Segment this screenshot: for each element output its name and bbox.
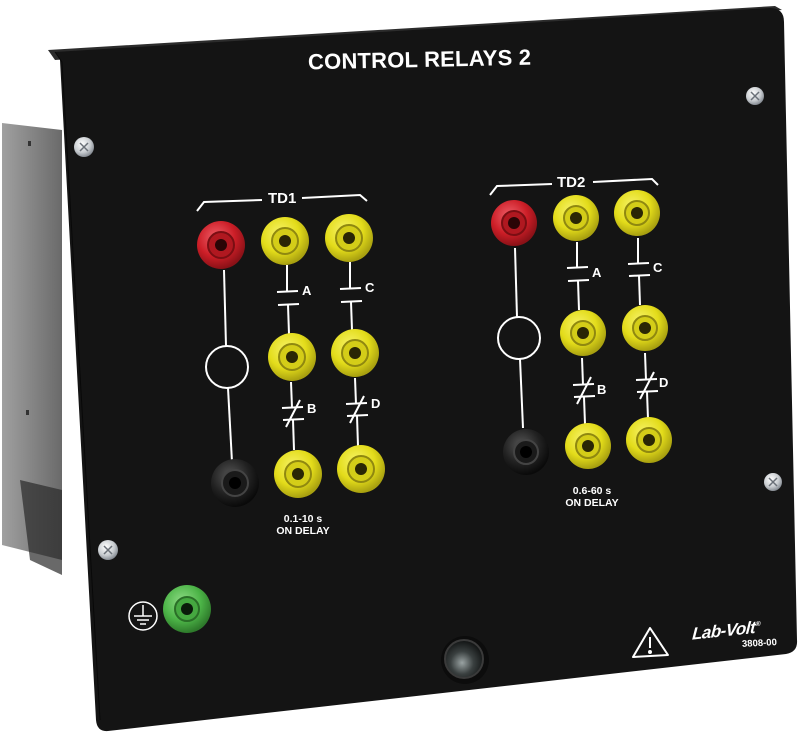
- td2-mode: ON DELAY: [565, 497, 619, 509]
- terminal-yellow: [553, 195, 599, 241]
- td2-contact-a-top-terminal[interactable]: [553, 195, 599, 241]
- td2-coil-terminal-black[interactable]: [503, 429, 549, 475]
- td2-contact-d-label: D: [659, 375, 669, 390]
- td1-coil-terminal-black[interactable]: [211, 459, 259, 507]
- indicator-lamp: [441, 636, 489, 684]
- td1-terminals: [197, 214, 385, 507]
- terminal-red: [491, 200, 537, 246]
- td2-common-ab-terminal[interactable]: [560, 310, 606, 356]
- td1-range: 0.1-10 s: [283, 513, 323, 525]
- terminal-yellow: [268, 333, 316, 381]
- td2-contact-b-label: B: [597, 382, 607, 397]
- screws: [74, 87, 782, 560]
- td2-contact-d-bottom-terminal[interactable]: [626, 417, 672, 463]
- td2-contact-a-label: A: [592, 265, 602, 280]
- terminal-yellow: [337, 445, 385, 493]
- td2-delay-spec: 0.6-60 s ON DELAY: [559, 485, 625, 509]
- td2-common-cd-terminal[interactable]: [622, 305, 668, 351]
- td1-delay-spec: 0.1-10 s ON DELAY: [270, 513, 336, 537]
- ground-symbol-icon: [128, 601, 158, 631]
- terminal-red: [197, 221, 245, 269]
- panel-title: CONTROL RELAYS 2: [307, 44, 532, 75]
- td1-contact-b-bottom-terminal[interactable]: [274, 450, 322, 498]
- td1-diagram: [196, 193, 369, 463]
- terminal-yellow: [622, 305, 668, 351]
- td1-contact-d-label: D: [371, 396, 381, 411]
- td1-contact-c-top-terminal[interactable]: [325, 214, 373, 262]
- terminal-yellow: [560, 310, 606, 356]
- td2-diagram: [489, 177, 659, 429]
- td1-contact-a-label: A: [302, 283, 312, 298]
- td2-range: 0.6-60 s: [572, 485, 612, 497]
- td2-coil-terminal-red[interactable]: [491, 200, 537, 246]
- terminal-yellow: [565, 423, 611, 469]
- td2-contact-b-bottom-terminal[interactable]: [565, 423, 611, 469]
- terminal-yellow: [274, 450, 322, 498]
- td1-contact-a-top-terminal[interactable]: [261, 217, 309, 265]
- side-enclosure: [2, 123, 62, 575]
- registered-mark: ®: [755, 620, 761, 629]
- td1-label: TD1: [268, 190, 297, 207]
- td2-terminals: [491, 190, 672, 475]
- ground-terminal-green[interactable]: [163, 585, 211, 633]
- terminal-yellow: [626, 417, 672, 463]
- td1-contact-b-label: B: [307, 401, 317, 416]
- td2-label: TD2: [557, 174, 586, 191]
- td1-contact-d-bottom-terminal[interactable]: [337, 445, 385, 493]
- td2-contact-c-top-terminal[interactable]: [614, 190, 660, 236]
- td1-common-cd-terminal[interactable]: [331, 329, 379, 377]
- terminal-yellow: [331, 329, 379, 377]
- terminal-yellow: [261, 217, 309, 265]
- td1-common-ab-terminal[interactable]: [268, 333, 316, 381]
- terminal-black: [211, 459, 259, 507]
- warning-triangle-icon: [632, 627, 669, 658]
- terminal-black: [503, 429, 549, 475]
- td1-mode: ON DELAY: [276, 525, 330, 537]
- terminal-yellow: [614, 190, 660, 236]
- td1-contact-c-label: C: [365, 280, 375, 295]
- td2-contact-c-label: C: [653, 260, 663, 275]
- terminal-green: [163, 585, 211, 633]
- model-number: 3808-00: [741, 637, 778, 650]
- terminal-yellow: [325, 214, 373, 262]
- panel-face: [55, 8, 798, 732]
- td1-coil-terminal-red[interactable]: [197, 221, 245, 269]
